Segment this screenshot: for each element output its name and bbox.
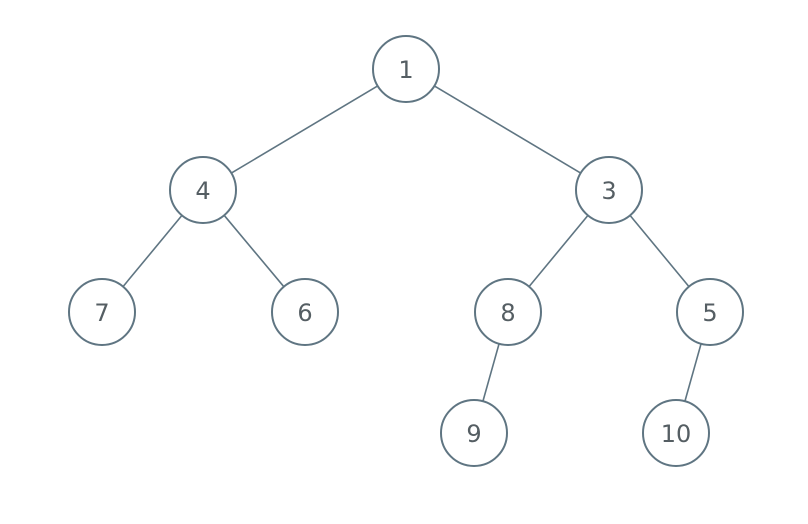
node-circle (642, 399, 710, 467)
tree-edges (122, 85, 702, 402)
tree-nodes: 1 4 3 7 6 8 5 9 10 (68, 35, 744, 467)
node-circle (440, 399, 508, 467)
node-label: 5 (702, 299, 717, 327)
node-circle (676, 278, 744, 346)
tree-edge (122, 214, 183, 288)
node-label: 7 (94, 299, 109, 327)
node-label: 10 (661, 420, 692, 448)
node-label: 8 (500, 299, 515, 327)
tree-edge (230, 85, 379, 174)
tree-node: 5 (676, 278, 744, 346)
tree-edge (528, 214, 589, 288)
tree-node: 1 (372, 35, 440, 103)
node-circle (372, 35, 440, 103)
tree-edge (629, 214, 690, 288)
tree-node: 6 (271, 278, 339, 346)
tree-edge (482, 343, 500, 402)
node-circle (68, 278, 136, 346)
node-label: 1 (398, 56, 413, 84)
node-circle (169, 156, 237, 224)
node-label: 3 (601, 177, 616, 205)
tree-node: 3 (575, 156, 643, 224)
node-circle (575, 156, 643, 224)
node-circle (474, 278, 542, 346)
tree-node: 9 (440, 399, 508, 467)
tree-node: 4 (169, 156, 237, 224)
tree-edge (223, 214, 285, 288)
tree-node: 8 (474, 278, 542, 346)
node-label: 9 (466, 420, 481, 448)
tree-node: 7 (68, 278, 136, 346)
tree-edge (433, 85, 582, 174)
node-circle (271, 278, 339, 346)
node-label: 6 (297, 299, 312, 327)
node-label: 4 (195, 177, 210, 205)
tree-node: 10 (642, 399, 710, 467)
tree-edge (684, 343, 702, 402)
